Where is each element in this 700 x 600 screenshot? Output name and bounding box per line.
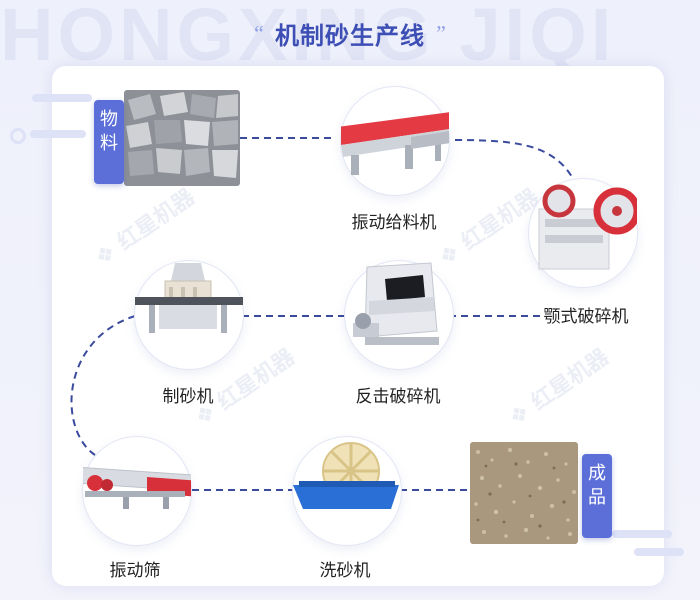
node-sand-washer <box>292 436 402 546</box>
deco-bar <box>634 548 684 556</box>
jaw-crusher-icon <box>538 184 637 270</box>
vibrating-feeder-icon <box>341 112 449 175</box>
deco-ring <box>10 128 26 144</box>
title-text: 机制砂生产线 <box>275 22 425 50</box>
connector-feeder-jaw <box>454 139 576 183</box>
material-tag: 物料 <box>94 100 124 184</box>
sand-washer-icon <box>293 442 399 509</box>
node-jaw-crusher <box>528 178 638 288</box>
material-photo <box>124 90 240 186</box>
background-watermark: HONGXING JIQI <box>0 0 616 76</box>
label-jaw-crusher: 颚式破碎机 <box>543 307 629 327</box>
connector-sandmaker-screen <box>70 315 136 456</box>
label-sand-washer: 洗砂机 <box>319 561 371 581</box>
label-vibrating-screen: 振动筛 <box>109 561 161 581</box>
sand-maker-icon <box>135 263 243 333</box>
node-vibrating-feeder <box>340 86 450 196</box>
label-sand-maker: 制砂机 <box>162 387 214 407</box>
title-right-quote: ” <box>436 20 446 46</box>
vibrating-screen-icon <box>83 467 191 509</box>
label-vibrating-feeder: 振动给料机 <box>351 213 437 233</box>
deco-bar <box>30 130 86 138</box>
deco-bar <box>612 530 672 538</box>
product-tag: 成品 <box>582 454 612 538</box>
node-impact-crusher <box>344 260 454 370</box>
title-left-quote: “ <box>254 20 264 46</box>
impact-crusher-icon <box>353 262 439 345</box>
deco-bar <box>32 94 92 102</box>
page-title: “ 机制砂生产线 ” <box>0 16 700 51</box>
label-impact-crusher: 反击破碎机 <box>355 387 441 407</box>
product-photo <box>470 442 578 544</box>
node-vibrating-screen <box>82 436 192 546</box>
node-sand-maker <box>134 260 244 370</box>
